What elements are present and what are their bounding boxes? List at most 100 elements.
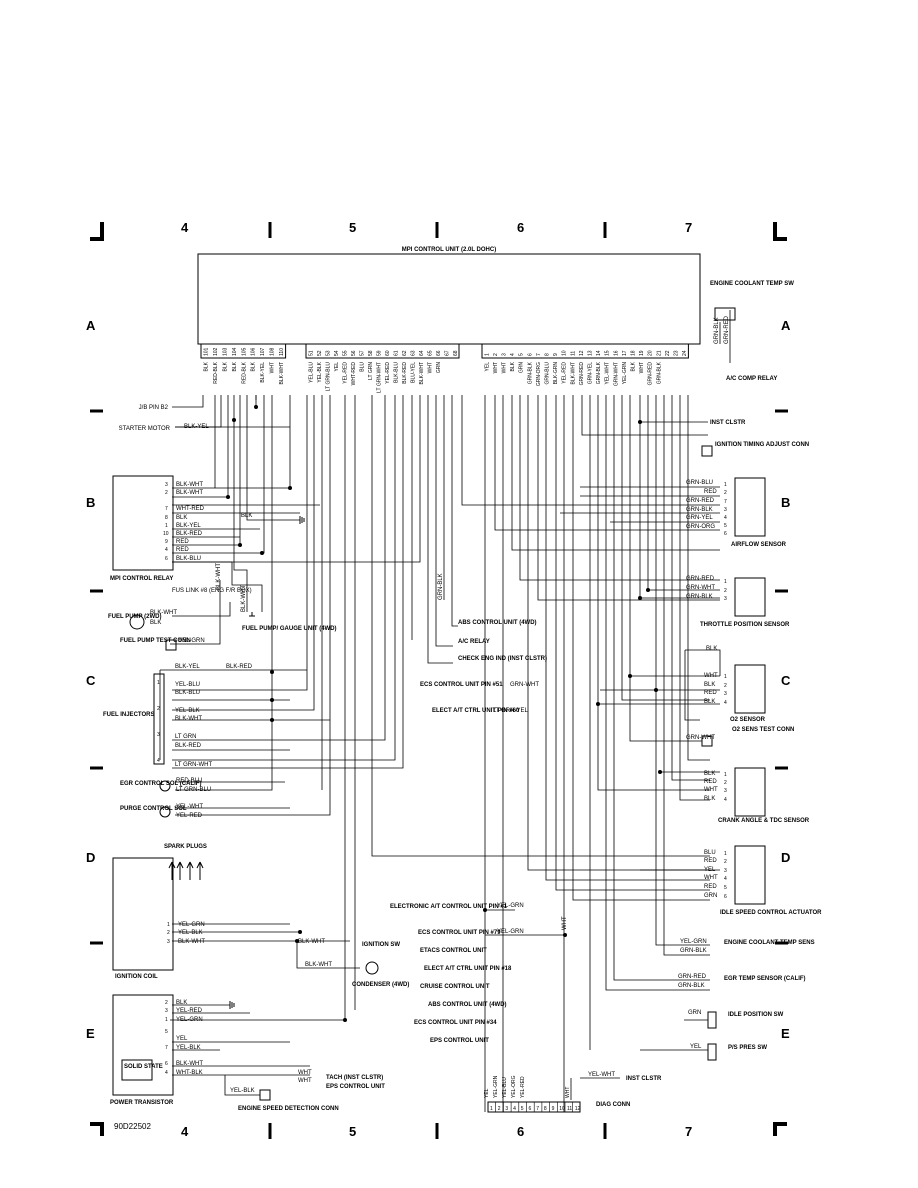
inj-wire: BLK-RED [226, 664, 253, 670]
row-label-b-right: B [781, 495, 790, 510]
ecu-wire-color-label: BLU [359, 362, 365, 372]
pt-wire: BLK-WHT [176, 1061, 203, 1067]
solid-state-label: SOLID STATE [124, 1064, 163, 1070]
egr-temp-wire: GRN-BLK [678, 983, 705, 989]
crank-pin: 2 [724, 780, 727, 786]
elect-at-18-label: ELECT A/T CTRL UNIT PIN #18 [424, 966, 512, 972]
ps-pres-sw-icon [707, 1043, 717, 1061]
row-label-a-left: A [86, 318, 96, 333]
ect-sens-wire: GRN-BLK [680, 948, 707, 954]
tps-pin: 1 [724, 579, 727, 585]
tps-label: THROTTLE POSITION SENSOR [700, 622, 790, 628]
ecu-wire-color-label: WHT-RED [351, 362, 357, 386]
crank-pin: 4 [724, 797, 727, 803]
relay-pin: 7 [165, 506, 168, 512]
condenser-label: CONDENSER (4WD) [352, 982, 409, 988]
relay-pin: 10 [163, 531, 169, 537]
ect-sens-label: ENGINE COOLANT TEMP SENS [724, 940, 815, 946]
ecu-wire-color-label: YEL-WHT [605, 362, 611, 385]
o2-wire: RED [704, 690, 717, 696]
ecu-pin-number: 54 [334, 350, 340, 356]
eng-speed-label: ENGINE SPEED DETECTION CONN [238, 1106, 339, 1112]
ecu-wire-color-label: GRN-RED [648, 362, 654, 386]
purge-sol-icon [159, 806, 171, 818]
ecu-pin-number: 1 [484, 353, 490, 356]
ign-sw-wire: BLK-WHT [298, 939, 325, 945]
af-pin: 3 [724, 507, 727, 513]
starter-motor-label: STARTER MOTOR [119, 426, 171, 432]
diag-wire-label: YEL-ORG [511, 1075, 517, 1098]
diag-wire-label: YEL [484, 1088, 490, 1098]
relay-pin: 6 [165, 556, 168, 562]
ecu-pin-number: 61 [393, 350, 399, 356]
ecu-pin-number: 63 [410, 350, 416, 356]
ecu-pin-number: 16 [613, 350, 619, 356]
af-pin: 4 [724, 515, 727, 521]
relay-pin: 9 [165, 539, 168, 545]
o2-pin: 1 [724, 674, 727, 680]
ecu-pin-number: 101 [204, 347, 210, 356]
ecu-wire-color-label: YEL [484, 362, 490, 372]
idle-pos-wire: GRN [688, 1010, 701, 1016]
fuel-injector-block [153, 673, 165, 765]
o2-test-wire: GRN-WHT [686, 735, 715, 741]
ecu-pin-number: 68 [453, 350, 459, 356]
airflow-sensor-box [734, 477, 766, 537]
ecu-wire-color-label: WHT [639, 362, 645, 373]
egr-temp-label: EGR TEMP SENSOR (CALIF) [724, 976, 806, 982]
ecu-wire-color-label: BLK-GRN [553, 362, 559, 385]
ecu-pin-number: 24 [682, 350, 688, 356]
ecu-wire-color-label: GRN-BLU [545, 362, 551, 385]
grn-blk-vertical: GRN-BLK [438, 573, 444, 600]
ecu-wire-color-label: BLK-WHT [419, 362, 425, 385]
fuel-pump-gauge-label: FUEL PUMP/ GAUGE UNIT (4WD) [242, 626, 337, 632]
isc-wire: WHT [704, 875, 718, 881]
pt-pin: 7 [165, 1045, 168, 1051]
ecu-pin-number: 5 [519, 353, 525, 356]
purge-wire-1: YEL-WHT [176, 804, 203, 810]
etacs-label: ETACS CONTROL UNIT [420, 948, 487, 954]
ecs-79-label: ECS CONTROL UNIT PIN #79 [418, 930, 501, 936]
pt-pin: 6 [165, 1061, 168, 1067]
ign-timing-label: IGNITION TIMING ADJUST CONN [715, 442, 809, 448]
ecu-pin-number: 3 [502, 353, 508, 356]
ecu-wire-color-label: BLU-YEL [410, 362, 416, 383]
ecs-pin51-label: ECS CONTROL UNIT PIN #51 [420, 682, 503, 688]
af-wire: GRN-BLK [686, 507, 713, 513]
af-pin: 1 [724, 482, 727, 488]
relay-wire-5: BLK-YEL [176, 523, 201, 529]
ecu-wire-color-label: WHT [493, 362, 499, 373]
inj-num: 1 [157, 680, 160, 686]
tps-pin: 2 [724, 588, 727, 594]
power-transistor-label: POWER TRANSISTOR [110, 1100, 174, 1106]
cruise-label: CRUISE CONTROL UNIT [420, 984, 490, 990]
ecu-wire-color-label: BLK-BLU [393, 362, 399, 383]
isc-pin: 6 [724, 894, 727, 900]
pt-pin: 5 [165, 1029, 168, 1035]
ecu-pin-number: 2 [493, 353, 499, 356]
ecu-wire-color-label: RED-BLK [241, 361, 247, 383]
corner-marks [90, 222, 787, 1136]
ecu-wire-color-label: GRN-YEL [588, 362, 594, 384]
diag-pin-number: 6 [529, 1106, 532, 1112]
ecu-pin-number: 55 [342, 350, 348, 356]
relay-wire-7: RED [176, 539, 189, 545]
crank-wire: WHT [704, 787, 718, 793]
ecu-pin-number: 60 [385, 350, 391, 356]
ecu-wire-color-label: GRN-BLK [656, 361, 662, 384]
row-label-b-left: B [86, 495, 95, 510]
row-label-d-left: D [86, 850, 95, 865]
crank-wire: BLK [704, 771, 715, 777]
condenser-wire: BLK-WHT [305, 962, 332, 968]
o2-pin: 3 [724, 691, 727, 697]
ecu-wire-color-label: WHT [270, 362, 276, 373]
ecu-pin-number: 12 [579, 350, 585, 356]
inj-num: 4 [157, 758, 160, 764]
eps-wire: WHT [298, 1078, 312, 1084]
o2-pin: 4 [724, 700, 727, 706]
spark-plug-icon [168, 861, 204, 880]
ecu-pin-number: 107 [260, 347, 266, 356]
abs-4wd-label: ABS CONTROL UNIT (4WD) [428, 1002, 507, 1008]
zone-label-bottom-4: 4 [181, 1124, 189, 1139]
